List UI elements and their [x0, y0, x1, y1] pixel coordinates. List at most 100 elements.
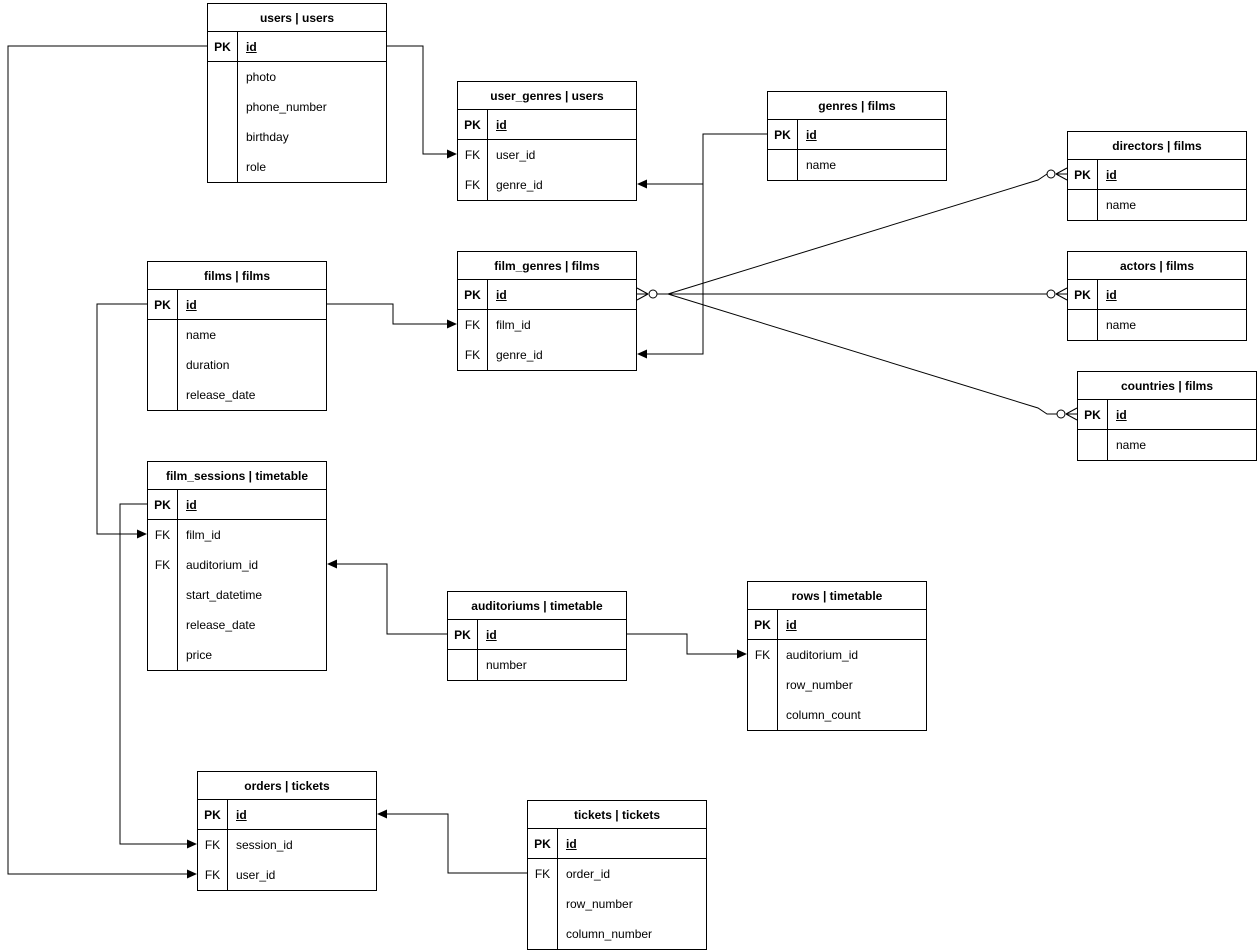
arrowhead-icon [187, 839, 197, 849]
attribute-row-column_count: column_count [748, 700, 926, 730]
entity-title: actors | films [1068, 252, 1246, 280]
attribute-row-genre_id: FK genre_id [458, 340, 636, 370]
empty-tag [448, 650, 478, 680]
crow-foot-prong-icon [1055, 173, 1068, 181]
pk-tag: PK [748, 610, 778, 639]
connector-junction-to-directors-id [667, 167, 1068, 295]
entity-title: auditoriums | timetable [448, 592, 626, 620]
attribute-row-row_number: row_number [748, 670, 926, 700]
connector-users-id-to-user-genres-user-id [387, 45, 457, 159]
entity-title: film_sessions | timetable [148, 462, 326, 490]
entity-title: orders | tickets [198, 772, 376, 800]
pk-tag: PK [148, 290, 178, 319]
pk-tag: PK [768, 120, 798, 149]
arrowhead-icon [637, 179, 647, 189]
zero-cardinality-circle-icon [1046, 289, 1056, 299]
empty-tag [1068, 310, 1098, 340]
empty-tag [528, 889, 558, 919]
attribute-row-start_datetime: start_datetime [148, 580, 326, 610]
attribute-name: column_count [786, 708, 861, 722]
entity-title: user_genres | users [458, 82, 636, 110]
entity-title: directors | films [1068, 132, 1246, 160]
relationship-line [386, 813, 527, 874]
attribute-row-id: PK id [1078, 400, 1256, 430]
empty-tag [208, 92, 238, 122]
entity-title: film_genres | films [458, 252, 636, 280]
crow-foot-prong-icon [1065, 413, 1078, 421]
crow-foot-prong-icon [1065, 407, 1078, 415]
empty-tag [148, 640, 178, 670]
attribute-name: name [1116, 438, 1147, 452]
attribute-name: user_id [496, 148, 536, 162]
empty-tag [208, 152, 238, 182]
zero-cardinality-circle-icon [1056, 409, 1066, 419]
attribute-name: column_number [566, 927, 653, 941]
pk-tag: PK [1068, 160, 1098, 189]
attribute-name: name [1106, 198, 1137, 212]
entity-title: films | films [148, 262, 326, 290]
attribute-name: genre_id [496, 178, 543, 192]
arrowhead-icon [637, 349, 647, 359]
fk-tag: FK [458, 340, 488, 370]
zero-cardinality-circle-icon [648, 289, 658, 299]
connector-films-id-to-film-sessions-film-id [96, 303, 147, 539]
attribute-name: birthday [246, 130, 289, 144]
entity-title: genres | films [768, 92, 946, 120]
relationship-line [119, 503, 188, 845]
empty-tag [148, 580, 178, 610]
attribute-name: auditorium_id [786, 648, 859, 662]
connector-junction-to-film-genres-id [636, 287, 668, 301]
relationship-line [96, 303, 147, 535]
attribute-name: id [1116, 407, 1127, 422]
attribute-name: session_id [236, 838, 293, 852]
empty-tag [208, 122, 238, 152]
empty-tag [148, 320, 178, 350]
entity-title: users | users [208, 4, 386, 32]
pk-tag: PK [1078, 400, 1108, 429]
attribute-name: name [806, 158, 837, 172]
empty-tag [1078, 430, 1108, 460]
attribute-row-name: name [1068, 310, 1246, 340]
attribute-name: start_datetime [186, 588, 263, 602]
attribute-name: release_date [186, 388, 256, 402]
fk-tag: FK [198, 830, 228, 860]
pk-tag: PK [148, 490, 178, 519]
attribute-row-session_id: FK session_id [198, 830, 376, 860]
empty-tag [768, 150, 798, 180]
relationship-line [627, 633, 738, 655]
attribute-name: id [486, 627, 497, 642]
attribute-name: photo [246, 70, 277, 84]
attribute-name: genre_id [496, 348, 543, 362]
empty-tag [748, 700, 778, 730]
attribute-name: release_date [186, 618, 256, 632]
pk-tag: PK [198, 800, 228, 829]
pk-tag: PK [208, 32, 238, 61]
attribute-name: role [246, 160, 267, 174]
crow-foot-prong-icon [1055, 167, 1068, 175]
connector-film-sessions-id-to-orders-session-id [119, 503, 197, 849]
attribute-row-name: name [1078, 430, 1256, 460]
relationship-line [646, 133, 767, 355]
relationship-line [327, 303, 448, 325]
fk-tag: FK [198, 860, 228, 890]
connector-films-id-to-film-genres-film-id [327, 303, 457, 329]
arrowhead-icon [447, 149, 457, 159]
attribute-name: id [236, 807, 247, 822]
attribute-name: id [1106, 287, 1117, 302]
